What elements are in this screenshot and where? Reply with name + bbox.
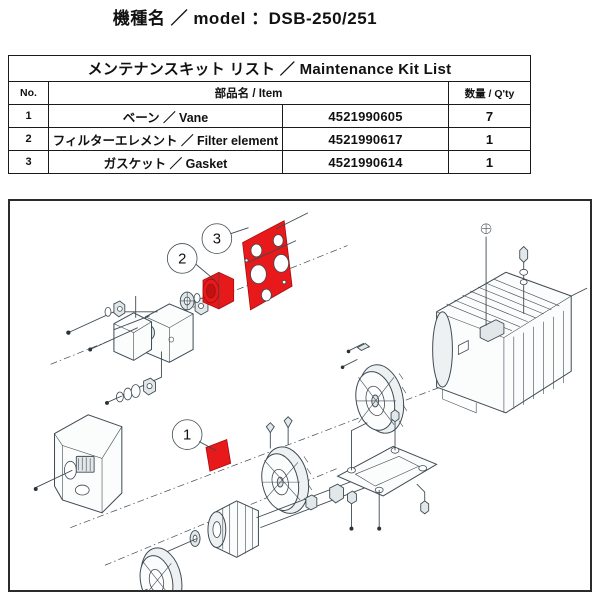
table-header-row: No. 部品名 / Item 数量 / Q'ty: [8, 81, 532, 105]
row-part-number: 4521990605: [282, 104, 449, 128]
column-header-item: 部品名 / Item: [48, 81, 449, 105]
row-item: フィルターエレメント ／ Filter element: [48, 127, 283, 151]
table-row: 3 ガスケット ／ Gasket 4521990614 1: [8, 150, 532, 174]
row-part-number: 4521990614: [282, 150, 449, 174]
row-item: ガスケット ／ Gasket: [48, 150, 283, 174]
motor-key: [340, 343, 371, 370]
row-qty: 1: [447, 150, 532, 174]
model-title: 機種名 ／ model ：DSB-250/251: [112, 9, 378, 28]
exploded-diagram-panel: .ln { fill:none; stroke:#3d4a52; stroke-…: [8, 199, 592, 592]
table-title-row: メンテナンスキット リスト ／ Maintenance Kit List: [7, 55, 532, 82]
row-no: 2: [8, 127, 49, 151]
motor-fan: [355, 364, 408, 434]
table-row: 2 フィルターエレメント ／ Filter element 4521990617…: [8, 127, 532, 151]
pump-rotor-assembly: [139, 416, 412, 590]
maintenance-kit-table: メンテナンスキット リスト ／ Maintenance Kit List No.…: [7, 55, 532, 174]
cooling-fan-front: [261, 416, 313, 514]
table-title: メンテナンスキット リスト ／ Maintenance Kit List: [7, 55, 532, 82]
row-part-number: 4521990617: [282, 127, 449, 151]
row-item: ベーン ／ Vane: [48, 104, 283, 128]
callout-3-label: 3: [213, 232, 221, 248]
fastener-stack-left: [105, 377, 156, 405]
callout-2: 2: [166, 243, 216, 281]
vane-part: [205, 439, 232, 472]
row-no: 1: [8, 104, 49, 128]
callout-1: 1: [171, 419, 217, 451]
callout-2-label: 2: [178, 251, 186, 267]
row-qty: 1: [447, 127, 532, 151]
filter-element-part: [179, 271, 235, 311]
callout-3: 3: [201, 223, 249, 254]
exploded-diagram: .ln { fill:none; stroke:#3d4a52; stroke-…: [33, 212, 588, 590]
cooling-fan-rear: [139, 547, 183, 590]
row-qty: 7: [447, 104, 532, 128]
callout-1-label: 1: [183, 428, 191, 444]
row-no: 3: [8, 150, 49, 174]
table-row: 1 ベーン ／ Vane 4521990605 7: [8, 104, 532, 128]
gasket-part: [242, 212, 309, 311]
intake-cover-assembly: [33, 296, 209, 514]
motor-assembly: [336, 223, 588, 531]
motor-base-plate: [336, 409, 438, 531]
column-header-qty: 数量 / Q'ty: [447, 81, 532, 105]
column-header-no: No.: [8, 81, 49, 105]
fastener-stack-mid: [104, 300, 126, 318]
